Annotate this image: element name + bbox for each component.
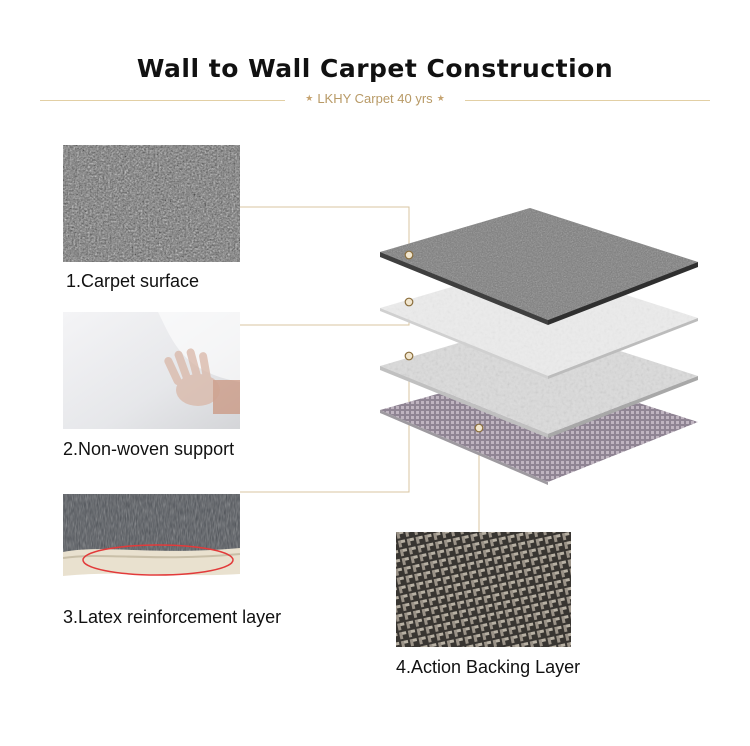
marker-dot-2	[404, 297, 414, 307]
star-icon: ★	[305, 93, 314, 103]
hand-shape	[164, 348, 240, 414]
layer-2-label: 2.Non-woven support	[63, 439, 235, 459]
non-woven-support-photo	[63, 312, 240, 429]
subtitle-line-left	[40, 100, 285, 101]
highlight-ellipse	[82, 544, 234, 576]
marker-dot-1	[404, 250, 414, 260]
layer-3-label: 3.Latex reinforcement layer	[63, 607, 282, 627]
subtitle-text: LKHY Carpet 40 yrs	[317, 91, 433, 106]
marker-dot-4	[474, 423, 484, 433]
star-icon: ★	[436, 93, 445, 103]
latex-layer-photo	[63, 482, 240, 599]
subtitle: ★LKHY Carpet 40 yrs★	[40, 91, 710, 106]
marker-dot-3	[404, 351, 414, 361]
connector-line-3	[240, 356, 410, 493]
page-title: Wall to Wall Carpet Construction	[136, 54, 614, 83]
layer-4-label: 4.Action Backing Layer	[396, 657, 581, 677]
layer-1-label: 1.Carpet surface	[66, 271, 200, 291]
carpet-surface-photo	[63, 145, 240, 262]
subtitle-line-right	[465, 100, 710, 101]
subtitle-row: ★LKHY Carpet 40 yrs★	[40, 90, 710, 110]
action-backing-photo	[396, 532, 571, 647]
layer-stack-diagram	[380, 208, 698, 485]
connector-line-1	[240, 206, 410, 255]
